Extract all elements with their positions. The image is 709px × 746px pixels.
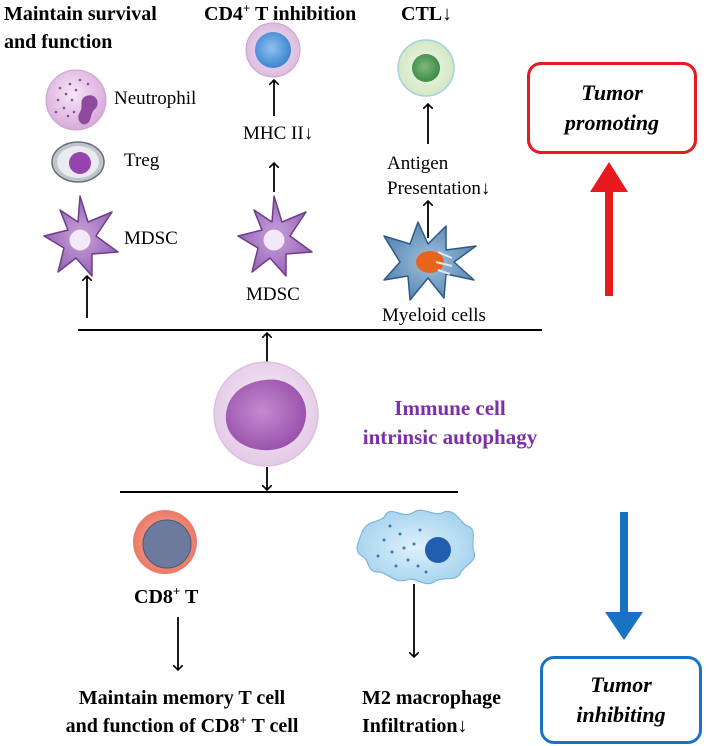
treg-label: Treg [124,150,160,171]
tumor-promoting-arrow [590,162,628,296]
memory-label-line2-prefix: and function of CD8 [65,715,240,737]
autophagy-cell-icon [213,361,319,467]
autophagy-title-line1: Immune cell [394,396,506,420]
autophagy-title: Immune cell intrinsic autophagy [350,394,550,452]
cd4-heading-prefix: CD4 [204,3,243,25]
antigen-label: Antigen Presentation↓ [387,151,490,201]
cd4-heading-sup: + [242,0,251,16]
mdsc-middle-label: MDSC [246,284,300,305]
neutrophil-icon [45,69,107,131]
survival-heading: Maintain survival and function [4,0,157,56]
myeloid-cell-icon [383,221,477,301]
memory-label: Maintain memory T cell and function of C… [60,684,304,740]
cd4-t-cell-icon [245,22,301,78]
myeloid-label: Myeloid cells [382,305,486,326]
neutrophil-label: Neutrophil [114,88,197,109]
tumor-promoting-line1: Tumor [581,80,643,105]
mhc-label: MHC II↓ [243,123,314,144]
cd4-heading-suffix: T inhibition [250,3,357,25]
tumor-inhibiting-box: Tumor inhibiting [540,656,702,744]
cd8-label-suffix: T [180,586,199,608]
survival-heading-line1: Maintain survival [4,3,157,25]
cd8-t-cell-icon [133,510,197,574]
m2-label-line1: M2 macrophage [362,687,502,709]
ctl-icon [397,39,455,97]
treg-icon [51,141,105,183]
antigen-label-line1: Antigen [387,153,449,174]
survival-heading-line2: and function [4,31,113,53]
tumor-promoting-box: Tumor promoting [527,62,697,154]
antigen-label-line2: Presentation↓ [387,178,491,199]
memory-label-line2-suffix: T cell [246,715,299,737]
mdsc-left-label: MDSC [124,228,178,249]
cd8-label-sup: + [172,583,181,599]
memory-label-line1: Maintain memory T cell [78,687,286,709]
memory-label-line2-sup: + [239,712,247,728]
cd8-label: CD8+ T [134,583,199,609]
mdsc-left-icon [43,195,119,277]
cd8-label-prefix: CD8 [134,586,173,608]
m2-macrophage-icon [356,509,476,585]
memory-label-line2: and function of CD8+ T cell [60,712,304,740]
tumor-inhibiting-line2: inhibiting [576,702,666,727]
cd4-heading: CD4+ T inhibition [204,0,356,28]
m2-label: M2 macrophage Infiltration↓ [362,684,501,740]
tumor-inhibiting-arrow [605,512,643,640]
ctl-heading: CTL↓ [401,3,453,25]
tumor-inhibiting-line1: Tumor [590,672,652,697]
mdsc-middle-icon [237,195,313,277]
tumor-promoting-line2: promoting [564,110,660,135]
m2-label-line2: Infiltration↓ [362,715,468,737]
autophagy-title-line2: intrinsic autophagy [362,425,538,449]
